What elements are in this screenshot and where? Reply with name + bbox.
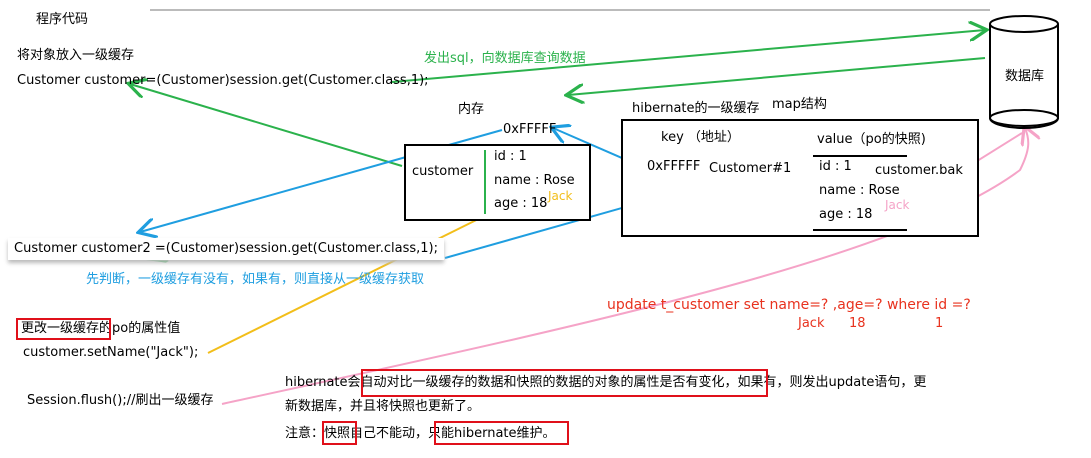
explain-highlight bbox=[361, 369, 768, 397]
cache-snapshot-name: customer.bak bbox=[875, 163, 963, 178]
arrow-db-to-memory bbox=[568, 57, 986, 95]
set-name-code: customer.setName("Jack"); bbox=[23, 345, 199, 360]
memory-address: 0xFFFFF bbox=[503, 122, 557, 137]
get-line-1: Customer customer=(Customer)session.get(… bbox=[17, 73, 429, 88]
cache-field-name: name : Rose bbox=[819, 183, 900, 198]
send-sql-label: 发出sql，向数据库查询数据 bbox=[424, 51, 586, 66]
cache-new-value: Jack bbox=[885, 198, 910, 212]
database-label: 数据库 bbox=[1005, 69, 1045, 84]
database-cylinder-icon bbox=[989, 15, 1059, 129]
cache-value-top-line bbox=[813, 155, 907, 157]
program-code-title: 程序代码 bbox=[36, 12, 89, 27]
update-param-1: Jack bbox=[798, 316, 825, 331]
memory-field-age: age : 18 bbox=[494, 196, 548, 211]
get-line-2: Customer customer2 =(Customer)session.ge… bbox=[14, 241, 438, 256]
memory-label: 内存 bbox=[458, 102, 485, 117]
flush-code: Session.flush();//刷出一级缓存 bbox=[27, 393, 214, 408]
cache-value-bottom-line bbox=[813, 229, 907, 231]
update-param-3: 1 bbox=[935, 316, 944, 331]
check-first-label: 先判断，一级缓存有没有，如果有，则直接从一级缓存获取 bbox=[86, 272, 425, 287]
put-in-cache-label: 将对象放入一级缓存 bbox=[17, 48, 135, 63]
cache-map-box: key （地址） value（po的快照) 0xFFFFF Customer#1… bbox=[621, 119, 979, 237]
memory-new-value: Jack bbox=[548, 189, 573, 203]
note-highlight-hibernate bbox=[434, 421, 569, 445]
explain-line-1: hibernate会自动对比一级缓存的数据和快照的数据的对象的属性是否有变化，如… bbox=[285, 375, 927, 390]
update-param-2: 18 bbox=[849, 316, 866, 331]
memory-field-id: id : 1 bbox=[494, 149, 527, 164]
hibernate-cache-title: hibernate的一级缓存 bbox=[632, 101, 760, 116]
arrow-flush-to-db bbox=[221, 128, 1028, 405]
memory-object-name: customer bbox=[412, 164, 474, 179]
arrow-memory-to-var bbox=[130, 84, 403, 167]
memory-object-box: customer id : 1 name : Rose Jack age : 1… bbox=[404, 144, 591, 221]
cache-field-id: id : 1 bbox=[819, 159, 852, 174]
memory-field-name: name : Rose bbox=[494, 173, 575, 188]
memory-divider bbox=[484, 150, 486, 214]
get-line-2-box: Customer customer2 =(Customer)session.ge… bbox=[8, 238, 444, 260]
cache-field-age: age : 18 bbox=[819, 207, 873, 222]
cache-key-header: key （地址） bbox=[661, 130, 740, 145]
update-sql-label: update t_customer set name=? ,age=? wher… bbox=[607, 297, 971, 313]
arrow-send-sql bbox=[391, 30, 985, 83]
note-highlight-snapshot bbox=[322, 421, 357, 445]
cache-key-object: Customer#1 bbox=[709, 161, 792, 176]
change-attr-highlight bbox=[16, 318, 111, 340]
explain-line-2: 新数据库，并且将快照也更新了。 bbox=[285, 399, 481, 414]
note-line: 注意：快照自己不能动，只能hibernate维护。 bbox=[285, 426, 556, 441]
map-structure-label: map结构 bbox=[772, 97, 827, 112]
cache-key-address: 0xFFFFF bbox=[647, 159, 701, 174]
change-attr-title: 更改一级缓存的po的属性值 bbox=[21, 321, 181, 336]
cache-value-header: value（po的快照) bbox=[817, 132, 926, 147]
